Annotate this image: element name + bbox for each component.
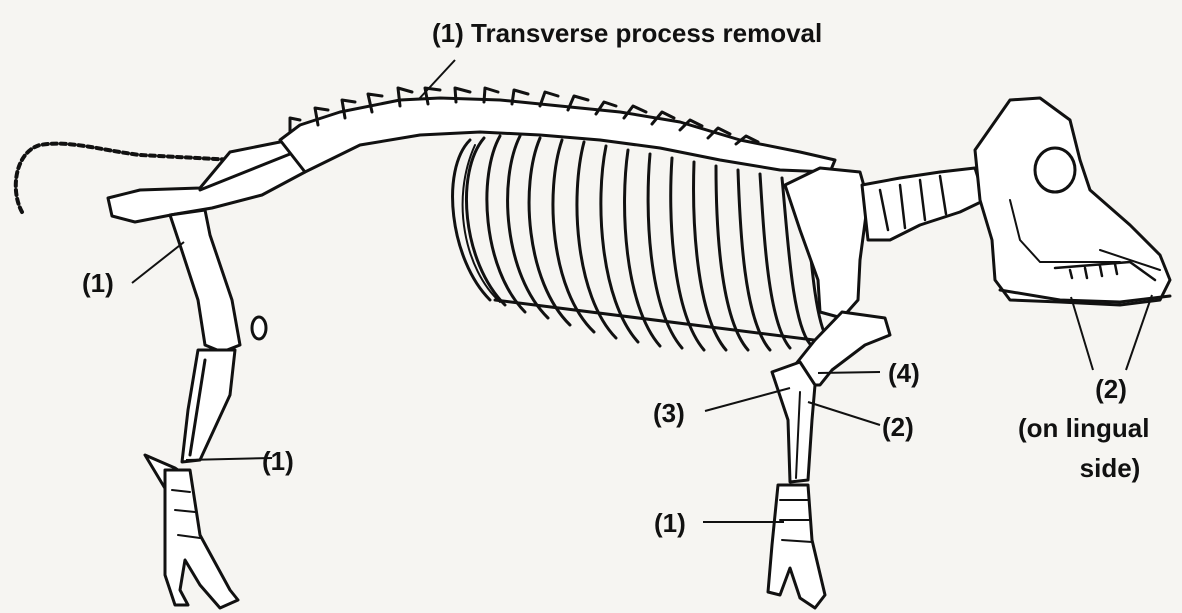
label-transverse-process-removal: (1) Transverse process removal — [432, 20, 822, 46]
label-jaw-2: (2) — [1085, 376, 1137, 402]
label-radius-2: (2) — [882, 414, 914, 440]
tibia — [182, 350, 235, 462]
femur — [170, 210, 240, 352]
label-elbow-3: (3) — [653, 400, 685, 426]
label-elbow-4: (4) — [888, 360, 920, 386]
scapula — [785, 168, 868, 318]
fore-foot — [768, 485, 825, 608]
pelvis — [108, 140, 305, 222]
label-jaw-note-line1: (on lingual — [1018, 415, 1149, 441]
label-fore-foot-1: (1) — [654, 510, 686, 536]
label-hind-foot-1: (1) — [262, 448, 294, 474]
patella — [252, 317, 266, 339]
label-pelvis-1: (1) — [82, 270, 114, 296]
radius-ulna — [772, 362, 815, 482]
label-jaw-note-line2: side) — [1070, 455, 1150, 481]
skull — [975, 98, 1170, 305]
